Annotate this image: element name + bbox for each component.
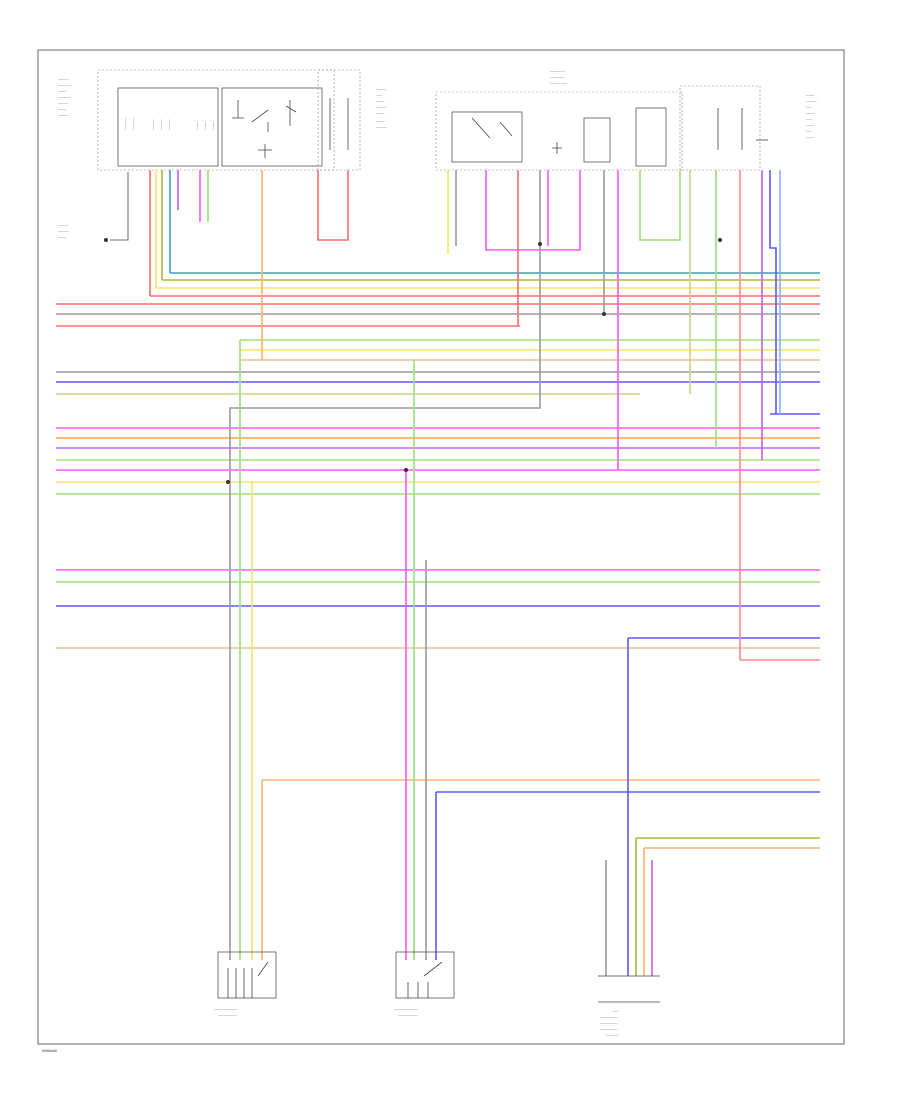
svg-text:───────────: ─────────── bbox=[213, 1007, 238, 1011]
diagram-code: W##### bbox=[42, 1048, 58, 1053]
sensor-right: ─── ──────── ──────── ──────── ────── bbox=[598, 975, 660, 1037]
diagram-frame bbox=[37, 49, 845, 1045]
svg-text:────────: ──────── bbox=[599, 1027, 618, 1031]
svg-text:─────: ───── bbox=[57, 223, 70, 227]
svg-text:────: ──── bbox=[195, 121, 199, 131]
svg-text:───: ─── bbox=[805, 129, 813, 133]
svg-text:────: ──── bbox=[805, 123, 815, 127]
wire-v-14 bbox=[229, 170, 541, 960]
svg-text:─────: ───── bbox=[57, 229, 70, 233]
svg-text:───: ─── bbox=[805, 105, 813, 109]
splice-dot-4 bbox=[718, 238, 722, 242]
svg-text:────────: ──────── bbox=[599, 1021, 618, 1025]
svg-text:──────: ────── bbox=[131, 116, 135, 131]
ground-symbol-left: ───── ───── ──── bbox=[57, 172, 129, 242]
svg-text:───────────: ─────────── bbox=[393, 1007, 418, 1011]
wire-v-12 bbox=[485, 170, 581, 251]
svg-text:────: ──── bbox=[375, 111, 385, 115]
svg-text:──────: ────── bbox=[605, 1033, 620, 1037]
svg-text:────────: ──────── bbox=[549, 81, 568, 85]
svg-text:────: ──── bbox=[57, 235, 67, 239]
svg-text:────────: ──────── bbox=[599, 1015, 618, 1019]
svg-text:────: ──── bbox=[203, 121, 207, 131]
svg-text:─────: ───── bbox=[57, 101, 70, 105]
splice-dot-1 bbox=[602, 312, 606, 316]
svg-text:────: ──── bbox=[211, 121, 215, 131]
fuse-block-right: ──── ───── ─── ──── ─── ──── ─── ──── bbox=[679, 85, 818, 171]
svg-text:─────: ───── bbox=[805, 99, 818, 103]
svg-text:───: ─── bbox=[805, 117, 813, 121]
sensor-left: ─────────── ───────── bbox=[213, 951, 277, 1017]
svg-text:──────: ────── bbox=[123, 116, 127, 131]
svg-text:────: ──── bbox=[805, 93, 815, 97]
svg-text:─────: ───── bbox=[375, 105, 388, 109]
svg-text:────: ──── bbox=[57, 107, 67, 111]
svg-text:───: ─── bbox=[375, 93, 383, 97]
svg-text:───────: ─────── bbox=[549, 69, 566, 73]
svg-text:─────: ───── bbox=[57, 113, 70, 117]
svg-text:──────: ────── bbox=[57, 83, 72, 87]
svg-text:───: ─── bbox=[611, 1009, 619, 1013]
fuse-block-left: ───── ─── ──── ───── ──── ──── ───── bbox=[317, 69, 388, 171]
svg-text:────: ──── bbox=[375, 119, 385, 123]
module-top-right: ─────── ─────── ──────── bbox=[435, 69, 683, 171]
wire-v-23 bbox=[769, 170, 777, 414]
splice-dot-2 bbox=[226, 480, 230, 484]
svg-text:────: ──── bbox=[805, 111, 815, 115]
svg-text:─────: ───── bbox=[57, 77, 70, 81]
svg-text:─────: ───── bbox=[151, 118, 155, 131]
splice-dot-5 bbox=[538, 242, 542, 246]
svg-text:─────: ───── bbox=[375, 125, 388, 129]
wire-bundle bbox=[56, 272, 820, 849]
svg-text:────: ──── bbox=[57, 89, 67, 93]
svg-text:──────: ────── bbox=[57, 95, 72, 99]
wire-v-9 bbox=[317, 170, 349, 241]
module-top-left: ────── ────── ───── ───── ───── ──── ───… bbox=[57, 69, 335, 171]
sensor-middle: ─────────── ───────── bbox=[393, 951, 455, 1017]
wire-v-18 bbox=[639, 170, 681, 241]
svg-text:────: ──── bbox=[375, 99, 385, 103]
splice-dot-3 bbox=[404, 468, 408, 472]
svg-text:─────: ───── bbox=[167, 118, 171, 131]
svg-text:─────: ───── bbox=[159, 118, 163, 131]
svg-text:─────: ───── bbox=[375, 87, 388, 91]
wire-drops bbox=[149, 170, 781, 976]
svg-text:────: ──── bbox=[805, 135, 815, 139]
svg-text:───────: ─────── bbox=[549, 75, 566, 79]
svg-text:─────────: ───────── bbox=[397, 1013, 418, 1017]
svg-text:─────────: ───────── bbox=[217, 1013, 238, 1017]
